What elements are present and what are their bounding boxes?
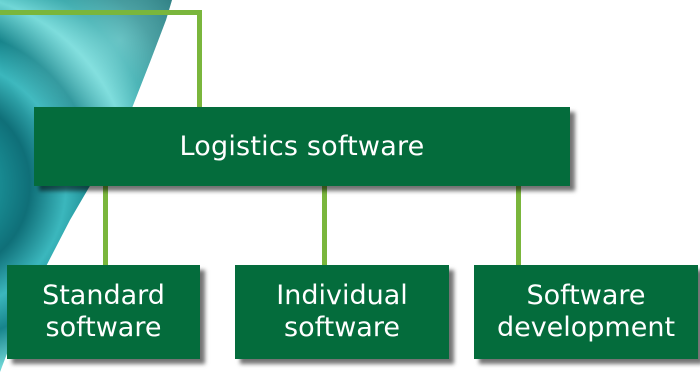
node-standard-software: Standard software bbox=[7, 265, 200, 359]
node-label: Logistics software bbox=[179, 131, 425, 162]
node-individual-software: Individual software bbox=[235, 265, 449, 359]
node-logistics-software: Logistics software bbox=[34, 107, 570, 186]
background-swirl-highlight bbox=[0, 0, 172, 372]
connector-to-individual bbox=[322, 186, 327, 265]
node-label: Standard software bbox=[42, 279, 165, 343]
connector-to-development bbox=[516, 186, 521, 265]
connector-top-horizontal bbox=[0, 10, 202, 15]
node-label: Software development bbox=[496, 279, 676, 343]
connector-top-vertical bbox=[197, 10, 202, 107]
connector-to-standard bbox=[103, 186, 108, 265]
node-label: Individual software bbox=[276, 279, 408, 343]
node-software-development: Software development bbox=[474, 265, 698, 359]
